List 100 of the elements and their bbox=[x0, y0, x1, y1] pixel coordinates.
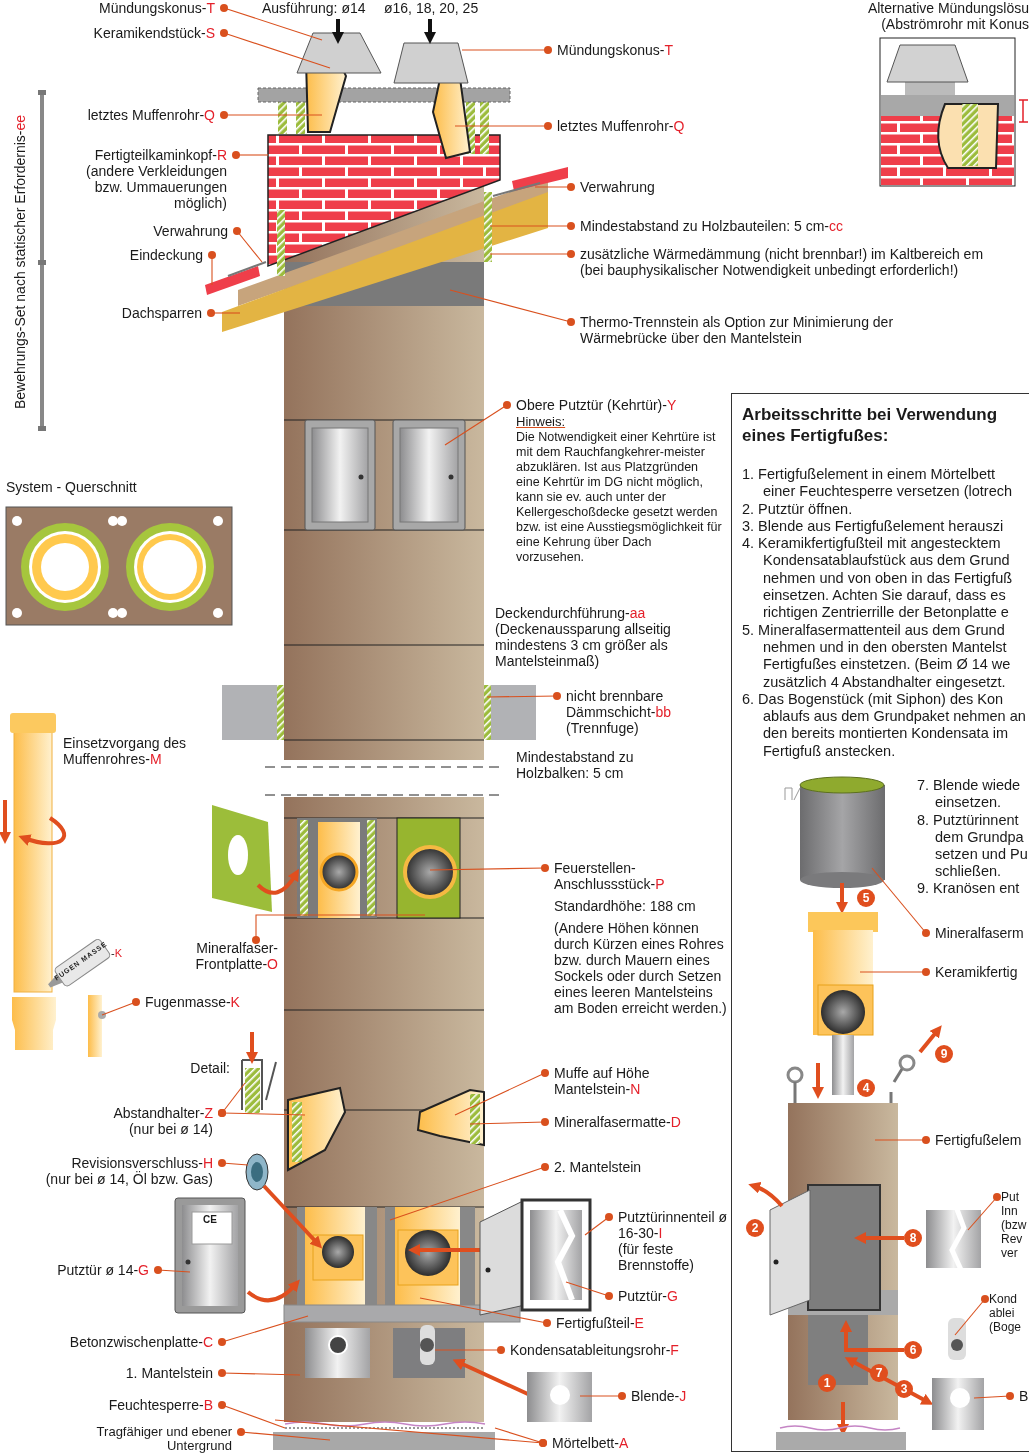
leader-line bbox=[444, 401, 511, 446]
callout-label: Mindestabstand zu Holzbauteilen: 5 cm-cc bbox=[571, 218, 844, 234]
label-text: (Deckenaussparung allseitig mindestens 3 cm größer als Mantelsteinmaß) bbox=[495, 621, 672, 669]
label-text: Deckendurchführung-aa bbox=[495, 605, 646, 621]
callout-label: Thermo-Trennstein als Option zur Minimierung der Wärmebrücke über den Mantelstein bbox=[571, 314, 911, 346]
step-number: 5 bbox=[857, 889, 875, 907]
label-text: (Abströmrohr mit Konus bbox=[881, 16, 1029, 32]
callout-label: Mündungskonus-T bbox=[99, 0, 224, 16]
leader-line bbox=[237, 1428, 331, 1441]
leader-line bbox=[871, 867, 930, 937]
instruction-step: 7. Blende wiede einsetzen. bbox=[917, 777, 1029, 811]
callout-label: Keramikfertig bbox=[926, 964, 1018, 980]
leader-line bbox=[534, 183, 575, 191]
callout-label: 1. Mantelstein bbox=[125, 1365, 222, 1381]
leader-line bbox=[218, 1369, 301, 1377]
instruction-step: 4. Keramikfertigfußteil mit angestecktem Kondensatablaufstück aus dem Grund nehmen und von oben in das Fertigfuß einsetzen. Achten Sie darauf, dass es richtigen Zentrierrille der Betonplatte e bbox=[742, 535, 1029, 622]
callout-label: Fertigfußelem bbox=[926, 1132, 1022, 1148]
leader-line bbox=[220, 29, 331, 69]
label-text: Einsetzvorgang des Muffenrohres-M bbox=[63, 735, 187, 767]
note-heading: Hinweis: bbox=[516, 414, 566, 430]
callout-note: (für feste Brennstoffe) bbox=[618, 1241, 695, 1273]
panel-heading: Arbeitsschritte bei Verwendung eines Fertigfußes: bbox=[742, 404, 999, 446]
callout-label: Kond ablei (Boge bbox=[985, 1292, 1029, 1334]
leader-line bbox=[489, 222, 575, 230]
leader-line bbox=[389, 1163, 549, 1221]
leader-line bbox=[489, 250, 575, 258]
leader-line bbox=[218, 1315, 309, 1346]
instruction-step: 5. Mineralfasermattenteil aus dem Grund nehmen und in den obersten Mantelst Fertigfußes einstetzen. (Beim Ø 14 we zusätzlich 4 Abstandhalter eingesetzt. bbox=[742, 621, 1029, 691]
leader-line bbox=[469, 1118, 549, 1126]
callout-label: Kondensatableitungsrohr-F bbox=[501, 1342, 679, 1358]
label-text: Standardhöhe: 188 cm bbox=[554, 898, 696, 914]
callout-label: Mörtelbett-A bbox=[543, 1435, 629, 1451]
leader-line bbox=[461, 46, 552, 54]
callout-label: Dachsparren bbox=[121, 305, 211, 321]
leader-line bbox=[232, 151, 269, 159]
leader-line bbox=[584, 1213, 613, 1236]
ce-mark-text: CE bbox=[203, 1214, 217, 1226]
side-note: Bewehrungs-Set nach statischer Erfordernis-ee bbox=[12, 113, 28, 411]
callout-label: Putztür-G bbox=[609, 1288, 678, 1304]
step-number: 4 bbox=[857, 1079, 875, 1097]
callout-label: B bbox=[1010, 1388, 1029, 1404]
callout-label: Fertigfußteil-E bbox=[547, 1315, 644, 1331]
leader-line bbox=[218, 1082, 246, 1117]
instruction-step: 1. Fertigfußelement in einem Mörtelbett einer Feuchtesperre versetzen (lotrech bbox=[742, 466, 1029, 501]
callout-label: Mineralfaser-Frontplatte-O bbox=[178, 940, 278, 972]
callout-label: Mineralfaserm bbox=[926, 925, 1024, 941]
leader-line bbox=[454, 122, 552, 130]
label-text: Mindestabstand zu Holzbalken: 5 cm bbox=[516, 749, 635, 781]
leader-line bbox=[579, 1392, 626, 1400]
step-number: 9 bbox=[935, 1045, 953, 1063]
callout-label: Mündungskonus-T bbox=[548, 42, 673, 58]
label-text: (Andere Höhen können durch Kürzen eines Rohres bzw. durch Mauern eines Sockels oder durch Setzen eines leeren Mantelsteins am Boden erreicht werden.) bbox=[554, 920, 728, 1016]
step-number: 8 bbox=[904, 1229, 922, 1247]
callout-label: Eindeckung bbox=[129, 247, 212, 263]
leader-line bbox=[454, 1069, 549, 1116]
instruction-step: 2. Putztür öffnen. bbox=[742, 500, 1029, 518]
callout-label: zusätzliche Wärmedämmung (nicht brennbar!) im Kaltbereich em bbox=[580, 246, 984, 262]
leader-line bbox=[207, 309, 241, 317]
leader-line bbox=[218, 1401, 286, 1429]
callout-label: Feuerstellen-Anschlussstück-P bbox=[545, 860, 673, 892]
callout-label: nicht brennbare Dämmschicht-bb bbox=[566, 688, 673, 720]
label-text: ø16, 18, 20, 25 bbox=[384, 0, 479, 16]
step-number: 3 bbox=[895, 1380, 913, 1398]
leader-line bbox=[874, 1136, 930, 1144]
callout-label: Tragfähiger und ebener Untergrund bbox=[66, 1425, 241, 1453]
callout-label: Fugenmasse-K bbox=[136, 994, 240, 1010]
leader-line bbox=[434, 1346, 505, 1354]
leader-line bbox=[274, 1419, 547, 1447]
callout-label: Muffe auf Höhe Mantelstein-N bbox=[545, 1065, 677, 1097]
leader-line bbox=[429, 864, 549, 872]
callout-note: (andere Verkleidungen bzw. Ummauerungen möglich) bbox=[85, 163, 227, 211]
leader-line bbox=[252, 914, 426, 944]
callout-label: Betonzwischenplatte-C bbox=[69, 1334, 222, 1350]
instruction-step: 9. Kranösen ent bbox=[917, 880, 1029, 897]
callout-label: Putztür ø 14-G bbox=[57, 1262, 158, 1278]
callout-note: (nur bei ø 14, Öl bzw. Gas) bbox=[45, 1171, 213, 1187]
instruction-step: 6. Das Bogenstück (mit Siphon) des Kon ablaufs aus dem Grundpaket nehmen an den bereits montierten Kondensata im Fertigfuß anstecken. bbox=[742, 690, 1029, 761]
callout-label: letztes Muffenrohr-Q bbox=[548, 118, 685, 134]
leader-line bbox=[954, 1295, 989, 1336]
callout-label: Putztürinnenteil ø 16-30-I bbox=[618, 1209, 728, 1241]
leader-line bbox=[967, 1193, 1001, 1231]
callout-label: Verwahrung bbox=[153, 223, 237, 239]
leader-line bbox=[218, 1159, 249, 1167]
leader-line bbox=[486, 692, 561, 700]
callout-label: Fertigteilkaminkopf-R bbox=[93, 147, 227, 163]
step-number: 2 bbox=[746, 1219, 764, 1237]
callout-label: Feuchtesperre-B bbox=[108, 1397, 222, 1413]
callout-label: Revisionsverschluss-H bbox=[70, 1155, 213, 1171]
leader-line bbox=[973, 1392, 1014, 1400]
label-text: System - Querschnitt bbox=[6, 479, 137, 495]
callout-note: (bei bauphysikalischer Notwendigkeit unbedingt erforderlich!) bbox=[580, 262, 960, 278]
leader-line bbox=[208, 251, 216, 286]
callout-note: (nur bei ø 14) bbox=[127, 1121, 213, 1137]
leader-line bbox=[419, 1297, 551, 1327]
instruction-step: 8. Putztürinnent dem Grundpa setzen und Pu schließen. bbox=[917, 812, 1029, 880]
callout-note: (Trennfuge) bbox=[566, 720, 640, 736]
leader-line bbox=[220, 4, 323, 41]
leader-line bbox=[233, 227, 263, 263]
instruction-step: 3. Blende aus Fertigfußelement herauszi bbox=[742, 517, 1029, 536]
leader-line bbox=[859, 968, 930, 976]
